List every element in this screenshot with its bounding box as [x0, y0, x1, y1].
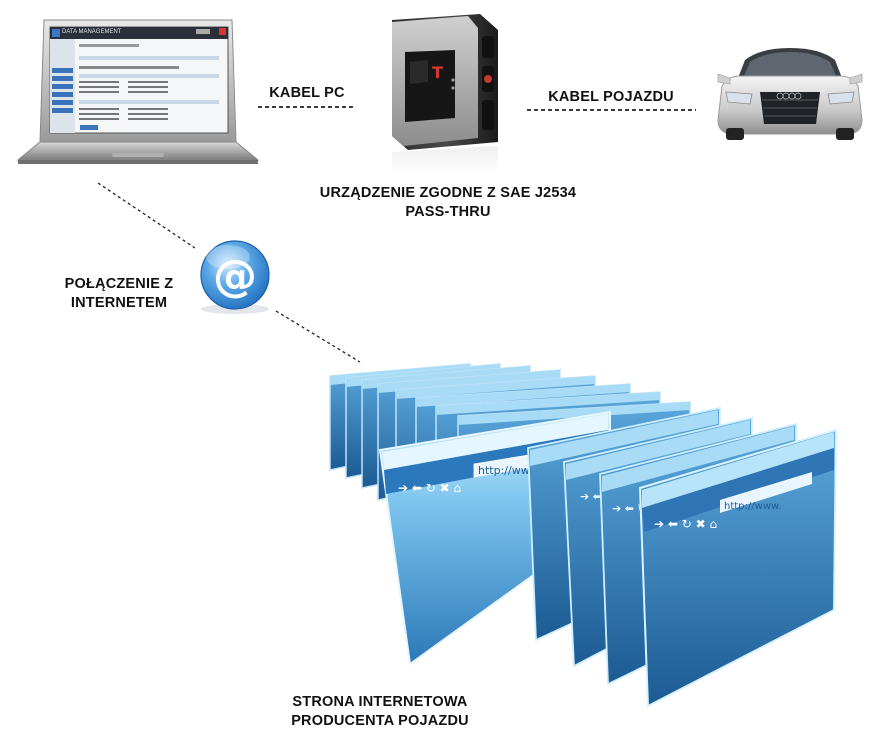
- website-label-line1: STRONA INTERNETOWA: [292, 694, 468, 710]
- internet-label-line2: INTERNETEM: [70, 295, 168, 311]
- vehicle-cable-label-text: KABEL POJAZDU: [548, 89, 674, 105]
- internet-at-icon: @: [200, 240, 270, 314]
- device-label-line1: URZĄDZENIE ZGODNE Z SAE J2534: [319, 185, 577, 201]
- pc-cable-label: KABEL PC: [262, 84, 352, 103]
- nav-arrows-icon: ➔ ⬅ ↻ ✖ ⌂: [654, 517, 717, 531]
- car-image: [717, 48, 863, 140]
- device-label: URZĄDZENIE ZGODNE Z SAE J2534 PASS-THRU: [290, 184, 606, 222]
- device-logo: T: [432, 63, 443, 82]
- at-glyph: @: [213, 251, 257, 302]
- vehicle-cable-label: KABEL POJAZDU: [536, 88, 686, 107]
- j2534-device-image: T: [392, 14, 498, 176]
- nav-arrows-icon: ➔ ⬅ ↻ ✖ ⌂: [398, 481, 461, 495]
- address-bar-text: http://www.: [478, 464, 541, 477]
- laptop-app-title: DATA MANAGEMENT: [62, 29, 122, 35]
- browser-window-stack: ➔ ⬅ ↻ ✖ ⌂ http://www. ➔ ⬅ ↻ ✖ ➔ ⬅ ↻ ✖ ➔ …: [329, 363, 838, 708]
- website-label-line2: PRODUCENTA POJAZDU: [291, 713, 469, 729]
- device-label-line2: PASS-THRU: [405, 204, 491, 220]
- internet-line-lower: [275, 310, 361, 363]
- address-bar-text: http://www.: [724, 501, 781, 512]
- browser-window-front: ➔ ⬅ ↻ ✖ ⌂ http://www.: [638, 428, 838, 708]
- pc-cable-label-text: KABEL PC: [269, 85, 345, 101]
- laptop-screen: [49, 26, 229, 134]
- internet-label-line1: POŁĄCZENIE Z: [64, 276, 174, 292]
- internet-line-upper: [97, 182, 196, 249]
- website-label: STRONA INTERNETOWA PRODUCENTA POJAZDU: [270, 693, 490, 731]
- internet-label: POŁĄCZENIE Z INTERNETEM: [44, 275, 194, 313]
- laptop-image: [16, 19, 260, 164]
